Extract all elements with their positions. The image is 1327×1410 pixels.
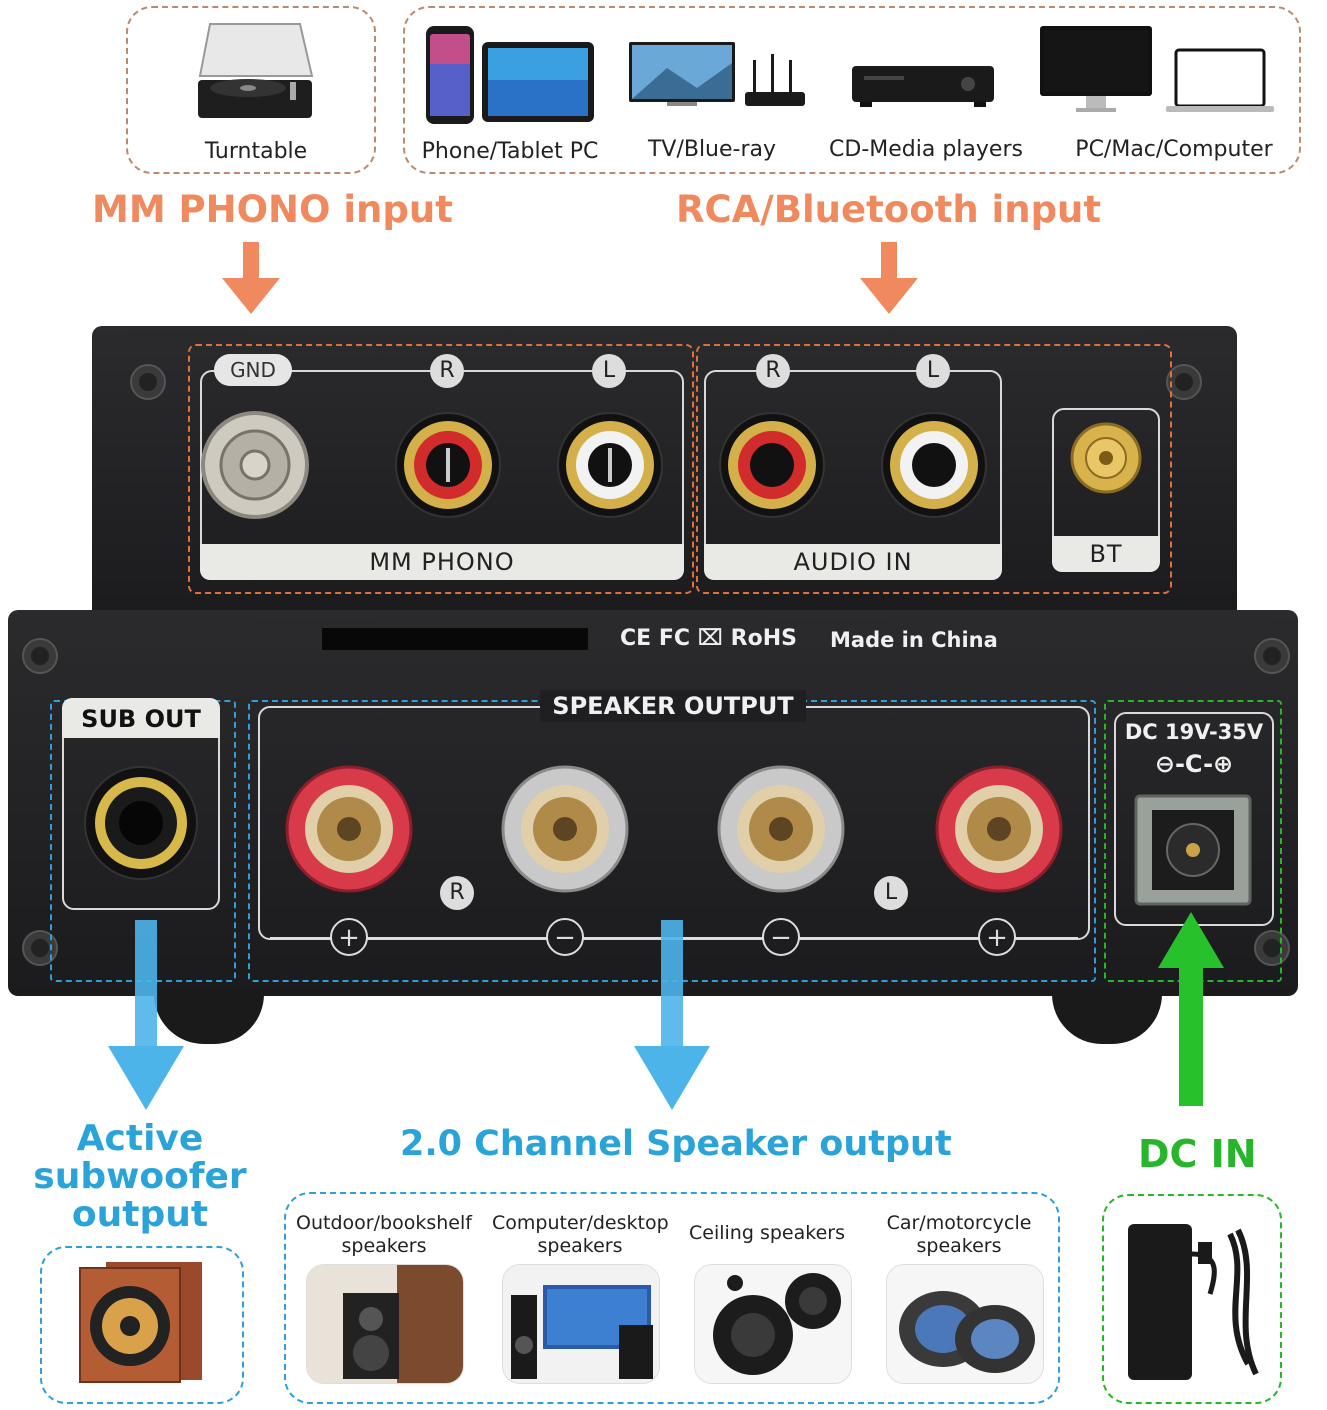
screw-icon <box>1252 636 1292 676</box>
phone-tablet-icon <box>424 24 596 128</box>
left-minus-binding-post-icon[interactable] <box>716 764 846 894</box>
car-speaker-icon <box>886 1264 1044 1384</box>
pc-mac-label: PC/Mac/Computer <box>1075 137 1273 162</box>
left-plus-binding-post-icon[interactable] <box>934 764 1064 894</box>
sub-output-title-line: Active <box>76 1118 204 1159</box>
cd-player-icon <box>850 62 996 108</box>
audio-in-label: AUDIO IN <box>704 544 1002 580</box>
mm-phono-label: MM PHONO <box>200 544 684 580</box>
channel-l-label: L <box>874 876 908 910</box>
tv-bluray-label: TV/Blue-ray <box>647 137 777 162</box>
tv-router-icon <box>627 38 809 112</box>
polarity-minus-icon: − <box>762 918 800 956</box>
speakers-box <box>284 1192 1060 1404</box>
turntable-label: Turntable <box>204 139 308 164</box>
sub-output-title-line: subwoofer <box>33 1156 247 1197</box>
channel-r-label: R <box>440 876 474 910</box>
phono-r-label: R <box>430 354 464 388</box>
sub-output-title: Active subwoofer output <box>30 1120 250 1234</box>
dc-spec-label: DC 19V-35V <box>1124 720 1264 744</box>
phono-source-box <box>126 6 376 174</box>
made-in-china-label: Made in China <box>830 628 998 652</box>
speaker-type-label: Computer/desktop speakers <box>492 1212 669 1257</box>
speaker-type-label: Outdoor/bookshelf speakers <box>296 1212 472 1257</box>
phono-l-rca-jack-icon[interactable] <box>554 410 666 520</box>
screw-icon <box>20 928 60 968</box>
rca-down-arrow-icon <box>860 242 918 314</box>
certification-marks: CE FC ⌧ RoHS <box>620 626 797 651</box>
screw-icon <box>20 636 60 676</box>
computer-icon <box>1038 24 1284 116</box>
speaker-output-label: SPEAKER OUTPUT <box>552 692 794 720</box>
subwoofer-icon <box>76 1262 206 1384</box>
subwoofer-box <box>40 1246 244 1404</box>
sub-down-arrow-icon <box>108 920 184 1110</box>
cd-media-label: CD-Media players <box>829 137 1023 162</box>
polarity-minus-icon: − <box>546 918 584 956</box>
gnd-label: GND <box>214 354 292 386</box>
phono-r-rca-jack-icon[interactable] <box>392 410 504 520</box>
right-minus-binding-post-icon[interactable] <box>500 764 630 894</box>
audio-in-zone <box>696 344 1172 594</box>
rca-bluetooth-input-title: RCA/Bluetooth input <box>676 188 1102 231</box>
sub-out-jack-icon[interactable] <box>82 764 200 882</box>
speaker-type-label: Car/motorcycle speakers <box>886 1212 1032 1257</box>
turntable-icon <box>190 18 320 130</box>
audio-l-rca-jack-icon[interactable] <box>878 410 990 520</box>
speaker-output-label-bg <box>540 690 806 722</box>
polarity-plus-icon: + <box>978 918 1016 956</box>
speaker-type-label: Ceiling speakers <box>689 1222 845 1244</box>
power-adapter-box <box>1102 1194 1282 1404</box>
power-adapter-icon <box>1120 1214 1270 1390</box>
sub-out-label-bg <box>62 698 220 738</box>
speaker-down-arrow-icon <box>634 920 710 1110</box>
dc-in-title: DC IN <box>1138 1132 1257 1176</box>
mm-phono-input-title: MM PHONO input <box>92 188 453 231</box>
bookshelf-speaker-icon <box>306 1264 464 1384</box>
gnd-terminal-icon[interactable] <box>194 410 316 520</box>
polarity-plus-icon: + <box>330 918 368 956</box>
model-strip <box>322 628 588 650</box>
phono-down-arrow-icon <box>222 242 280 314</box>
rubber-foot <box>1052 994 1162 1044</box>
audio-r-rca-jack-icon[interactable] <box>716 410 828 520</box>
ceiling-speaker-icon <box>694 1264 852 1384</box>
screw-icon <box>1164 362 1204 402</box>
audio-l-label: L <box>916 354 950 388</box>
phono-l-label: L <box>592 354 626 388</box>
audio-r-label: R <box>756 354 790 388</box>
speaker-output-title: 2.0 Channel Speaker output <box>400 1124 952 1164</box>
sub-out-label: SUB OUT <box>81 705 201 733</box>
rca-source-box <box>403 6 1301 174</box>
dc-polarity-icon: ⊖-C-⊕ <box>1154 750 1234 778</box>
dc-power-jack-icon[interactable] <box>1134 794 1252 906</box>
desktop-speaker-icon <box>502 1264 660 1384</box>
phono-zone <box>188 344 694 594</box>
bt-antenna-connector-icon[interactable] <box>1068 420 1144 496</box>
right-plus-binding-post-icon[interactable] <box>284 764 414 894</box>
screw-icon <box>128 362 168 402</box>
sub-output-title-line: output <box>71 1194 209 1235</box>
bt-label: BT <box>1052 536 1160 572</box>
phone-tablet-label: Phone/Tablet PC <box>421 139 599 164</box>
dc-up-arrow-icon <box>1158 912 1224 1106</box>
